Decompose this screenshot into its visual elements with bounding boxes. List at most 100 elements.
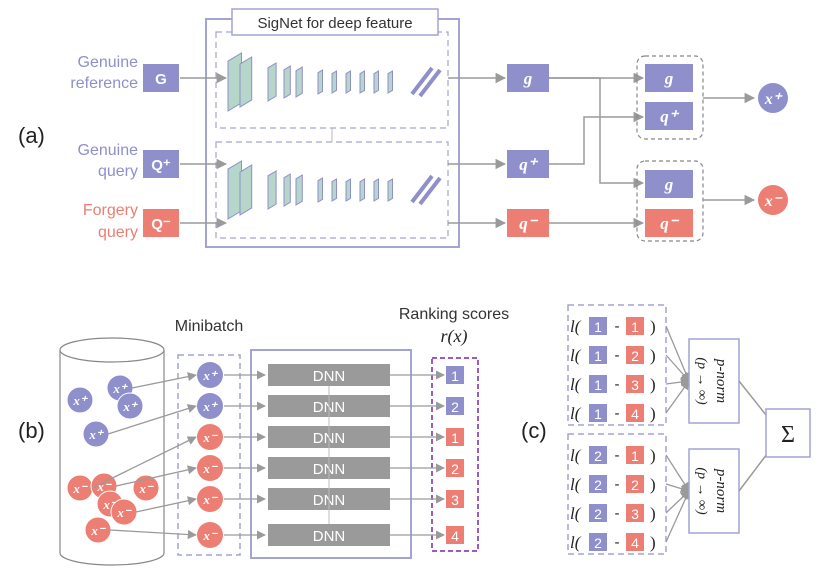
pool-cylinder-top — [59, 337, 165, 363]
loss-neg-label: 1 — [631, 448, 639, 464]
fc-layer-1 — [410, 174, 434, 204]
loss-neg-label: 3 — [631, 377, 639, 393]
loss-prefix: l( — [570, 446, 582, 465]
ranking-frame — [431, 357, 479, 552]
minibatch-title: Minibatch — [175, 318, 243, 335]
cnn-layer-plate — [387, 178, 393, 202]
pool-to-minibatch-arrow — [115, 465, 197, 487]
loss-neg-label: 4 — [631, 406, 639, 422]
cnn-layer-plate — [359, 70, 365, 94]
loss-minus: - — [615, 476, 620, 493]
rank-score-box — [446, 366, 464, 384]
cnn-layer-plate — [331, 70, 337, 94]
loss-prefix: l( — [570, 404, 582, 423]
input-genuine-reference-line2: reference — [70, 75, 138, 92]
cnn-layer-plate — [373, 70, 379, 94]
loss-suffix: ) — [650, 504, 656, 523]
pool-positive-label: x⁺ — [72, 393, 89, 408]
panel-a-label: (a) — [18, 123, 45, 148]
loss-prefix: l( — [570, 504, 582, 523]
fc-layer-2 — [418, 176, 442, 206]
input-box-g — [143, 64, 179, 92]
feature-g-label: g — [523, 69, 533, 88]
pnorm-2-limit: (p → ∞) — [694, 467, 709, 515]
output-x-neg-label: x⁻ — [764, 193, 783, 210]
pool-positive-sample — [116, 392, 144, 420]
loss-group-frame — [567, 433, 667, 555]
pool-negative-label: x⁻ — [138, 481, 155, 496]
pair-pos-frame — [636, 55, 704, 140]
loss-suffix: ) — [650, 404, 656, 423]
feature-q-neg-label: q⁻ — [519, 214, 539, 233]
cnn-layer-plate — [283, 173, 291, 207]
feature-q-pos — [507, 150, 549, 178]
feature-q-neg — [507, 209, 549, 237]
loss-prefix: l( — [570, 533, 582, 552]
pool-positive-label: x⁺ — [122, 399, 139, 414]
output-x-pos-label: x⁺ — [764, 91, 783, 108]
cnn-layer-plate — [345, 178, 351, 202]
route-g-to-neg-pair — [549, 77, 645, 189]
pool-negative-label: x⁻ — [90, 523, 107, 538]
loss-neg-box — [626, 404, 644, 422]
rank-score-label: 2 — [451, 399, 459, 415]
pair-pos-g — [645, 64, 693, 92]
rank-score-box — [446, 428, 464, 446]
loss-suffix: ) — [650, 475, 656, 494]
pnorm-2-label: p-norm — [713, 468, 729, 513]
cnn-layer-plate — [317, 177, 323, 203]
minibatch-sample — [197, 486, 223, 512]
loss-groups: l(1-1)l(1-2)l(1-3)l(1-4)l(2-1)l(2-2)l(2-… — [567, 304, 691, 555]
loss-suffix: ) — [650, 346, 656, 365]
loss-neg-label: 4 — [631, 535, 639, 551]
output-x-neg — [758, 185, 788, 215]
cnn-layer-plate — [295, 174, 303, 206]
loss-prefix: l( — [570, 346, 582, 365]
dnn-block — [268, 364, 390, 386]
pool-negative-sample — [132, 474, 160, 502]
ranking-formula: r(x) — [441, 326, 468, 347]
pair-neg-q-label: q⁻ — [660, 214, 680, 233]
pair-neg-frame — [636, 160, 704, 242]
input-genuine-query-line2: query — [98, 163, 138, 180]
cnn-layer-plate — [331, 178, 337, 202]
loss-neg-label: 2 — [631, 348, 639, 364]
fc-layer-1 — [410, 66, 434, 96]
rank-score-label: 3 — [451, 492, 459, 508]
loss-neg-box — [626, 475, 644, 493]
feature-q-pos-label: q⁺ — [519, 155, 539, 174]
input-box-g-label: G — [155, 71, 167, 88]
loss-suffix: ) — [650, 533, 656, 552]
cnn-layer-plate — [227, 52, 242, 112]
minibatch-sample-label: x⁺ — [202, 368, 219, 383]
loss-pos-label: 1 — [594, 377, 602, 393]
pool-to-minibatch-arrow — [109, 529, 197, 540]
loss-group-frame — [567, 304, 667, 426]
pair-pos-g-label: g — [664, 69, 674, 88]
input-box-q-neg — [143, 209, 179, 237]
loss-neg-label: 1 — [631, 319, 639, 335]
loss-to-pnorm-arrow — [665, 325, 691, 382]
panel-c-label: (c) — [521, 418, 547, 443]
signet-title-box — [231, 8, 439, 36]
cnn-stack-bottom — [227, 160, 442, 220]
pool-negative-label: x⁻ — [116, 505, 133, 520]
cnn-layer-plate — [283, 65, 291, 99]
loss-pos-label: 2 — [594, 506, 602, 522]
loss-pos-box — [589, 504, 607, 522]
pool-positive-sample — [66, 386, 94, 414]
cnn-layer-plate — [345, 70, 351, 94]
loss-pos-label: 2 — [594, 477, 602, 493]
loss-neg-box — [626, 317, 644, 335]
loss-neg-box — [626, 446, 644, 464]
loss-pos-label: 1 — [594, 348, 602, 364]
pool-negative-label: x⁻ — [72, 481, 89, 496]
loss-pos-label: 2 — [594, 448, 602, 464]
minibatch-sample-label: x⁻ — [202, 492, 219, 507]
cnn-layer-plate — [387, 70, 393, 94]
cnn-layer-plate — [239, 56, 253, 108]
minibatch-sample-label: x⁻ — [202, 461, 219, 476]
loss-suffix: ) — [650, 446, 656, 465]
loss-minus: - — [615, 534, 620, 551]
signet-title: SigNet for deep feature — [257, 15, 412, 32]
